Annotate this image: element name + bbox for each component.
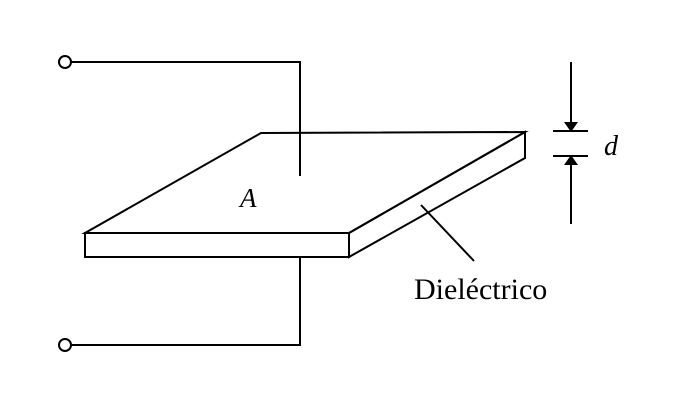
separation-label: d (604, 131, 619, 162)
top-terminal (58, 55, 72, 69)
plate-side-face (348, 130, 526, 259)
bottom-terminal (58, 338, 72, 352)
dielectric-leader-line (420, 204, 475, 262)
plate-front-face (84, 232, 350, 258)
area-label: A (238, 183, 257, 213)
bottom-wire (71, 257, 301, 346)
top-wire (71, 61, 301, 176)
dielectric-label: Dieléctrico (414, 273, 547, 306)
plate-top-face (81, 130, 529, 234)
